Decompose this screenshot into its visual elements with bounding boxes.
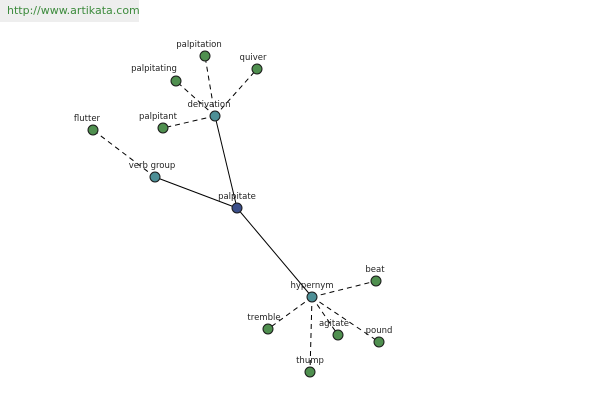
node-verb-group-marker[interactable] xyxy=(149,171,161,183)
node-pound[interactable]: pound xyxy=(366,326,393,348)
node-palpitation-marker[interactable] xyxy=(199,50,211,62)
node-tremble[interactable]: tremble xyxy=(247,313,281,335)
node-thump-label: thump xyxy=(296,356,324,366)
node-palpitant[interactable]: palpitant xyxy=(139,112,178,134)
edge-palpitate-hypernym xyxy=(236,207,313,298)
node-beat[interactable]: beat xyxy=(365,265,385,287)
node-flutter[interactable]: flutter xyxy=(74,114,101,136)
edge-derivation-palpitating xyxy=(175,80,216,117)
node-beat-label: beat xyxy=(365,265,385,275)
edge-derivation-palpitation xyxy=(204,55,216,117)
edge-palpitate-verb-group xyxy=(154,176,238,209)
watermark-url: http://www.artikata.com xyxy=(0,0,140,22)
node-derivation[interactable]: derivation xyxy=(187,100,231,122)
node-hypernym[interactable]: hypernym xyxy=(290,281,334,303)
node-palpitating-marker[interactable] xyxy=(170,75,182,87)
node-pound-marker[interactable] xyxy=(373,336,385,348)
node-agitate-label: agitate xyxy=(319,319,349,329)
node-verb-group[interactable]: verb group xyxy=(129,161,176,183)
node-quiver-label: quiver xyxy=(240,53,267,63)
node-verb-group-label: verb group xyxy=(129,161,176,171)
edge-hypernym-agitate xyxy=(311,296,339,336)
node-hypernym-label: hypernym xyxy=(290,281,333,291)
edge-derivation-quiver xyxy=(214,68,258,117)
edge-hypernym-beat xyxy=(311,280,377,298)
node-palpitate-marker[interactable] xyxy=(231,202,243,214)
node-palpitant-marker[interactable] xyxy=(157,122,169,134)
nodes-layer: palpitate derivation verb group hypernym pal… xyxy=(74,40,393,378)
node-beat-marker[interactable] xyxy=(370,275,382,287)
edge-verb-group-flutter xyxy=(92,129,156,178)
edge-hypernym-tremble xyxy=(267,296,313,330)
node-tremble-label: tremble xyxy=(247,313,280,323)
node-palpitating-label: palpitating xyxy=(131,64,177,74)
node-agitate[interactable]: agitate xyxy=(319,319,349,341)
node-palpitate-label: palpitate xyxy=(218,192,256,202)
node-tremble-marker[interactable] xyxy=(262,323,274,335)
node-thump[interactable]: thump xyxy=(296,356,324,378)
node-quiver-marker[interactable] xyxy=(251,63,263,75)
node-palpitant-label: palpitant xyxy=(139,112,178,122)
node-thump-marker[interactable] xyxy=(304,366,316,378)
node-agitate-marker[interactable] xyxy=(332,329,344,341)
node-flutter-label: flutter xyxy=(74,114,101,124)
node-palpitation-label: palpitation xyxy=(176,40,222,50)
node-hypernym-marker[interactable] xyxy=(306,291,318,303)
node-derivation-marker[interactable] xyxy=(209,110,221,122)
node-quiver[interactable]: quiver xyxy=(240,53,267,75)
node-palpitating[interactable]: palpitating xyxy=(131,64,182,87)
node-pound-label: pound xyxy=(366,326,393,336)
node-palpitation[interactable]: palpitation xyxy=(176,40,222,62)
edge-palpitate-derivation xyxy=(214,115,238,209)
edges-layer xyxy=(92,55,380,373)
node-palpitate[interactable]: palpitate xyxy=(218,192,256,214)
edge-hypernym-thump xyxy=(309,296,313,373)
edge-hypernym-pound xyxy=(311,296,380,343)
node-flutter-marker[interactable] xyxy=(87,124,99,136)
node-derivation-label: derivation xyxy=(187,100,230,110)
